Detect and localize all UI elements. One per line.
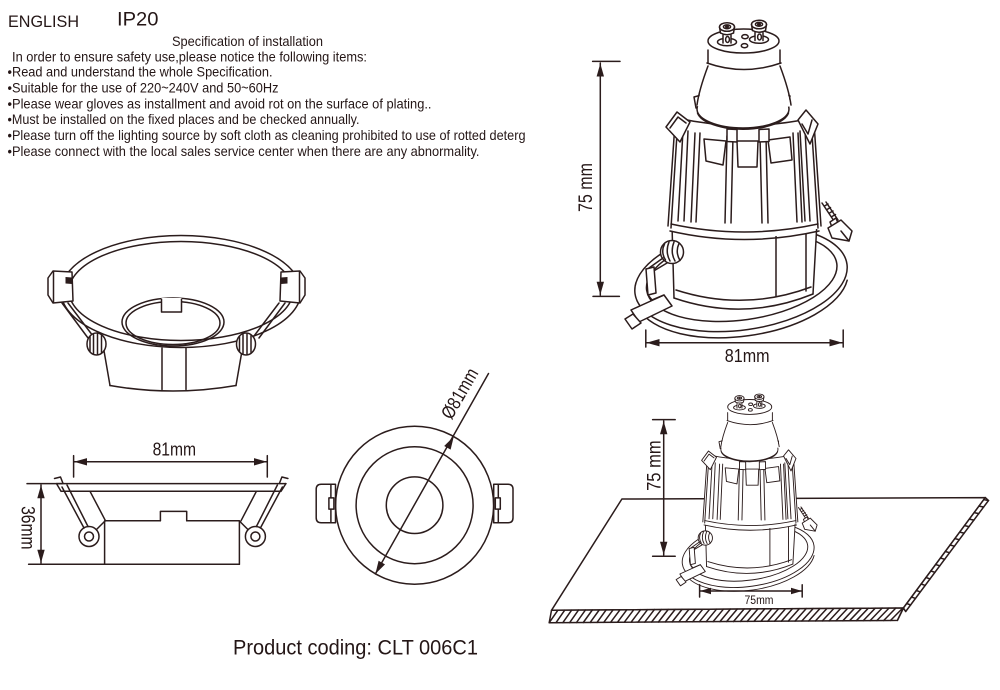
svg-text:75 mm: 75 mm (645, 440, 666, 491)
svg-text:Specification of installation: Specification of installation (172, 33, 323, 49)
svg-text:ENGLISH: ENGLISH (8, 12, 79, 31)
svg-text:IP20: IP20 (117, 10, 159, 31)
svg-text:36mm: 36mm (16, 506, 37, 549)
svg-text:•Read and understand the whole: •Read and understand the whole Specifica… (8, 64, 273, 80)
svg-text:Product coding: CLT 006C1: Product coding: CLT 006C1 (233, 637, 478, 660)
svg-text:In order to ensure safety use,: In order to ensure safety use,please not… (12, 48, 367, 64)
svg-text:•Must be installed on the fixe: •Must be installed on the fixed places a… (8, 111, 360, 127)
svg-text:•Please wear gloves as install: •Please wear gloves as installment and a… (8, 95, 432, 111)
svg-text:•Please connect with the local: •Please connect with the local sales ser… (8, 143, 480, 159)
svg-text:•Suitable for the use of 220~2: •Suitable for the use of 220~240V and 50… (8, 79, 279, 95)
svg-text:•Please turn off the lighting: •Please turn off the lighting source by … (8, 127, 526, 143)
svg-text:75mm: 75mm (745, 593, 774, 607)
svg-text:75 mm: 75 mm (576, 163, 597, 212)
svg-text:81mm: 81mm (725, 346, 770, 366)
svg-text:81mm: 81mm (153, 440, 197, 460)
